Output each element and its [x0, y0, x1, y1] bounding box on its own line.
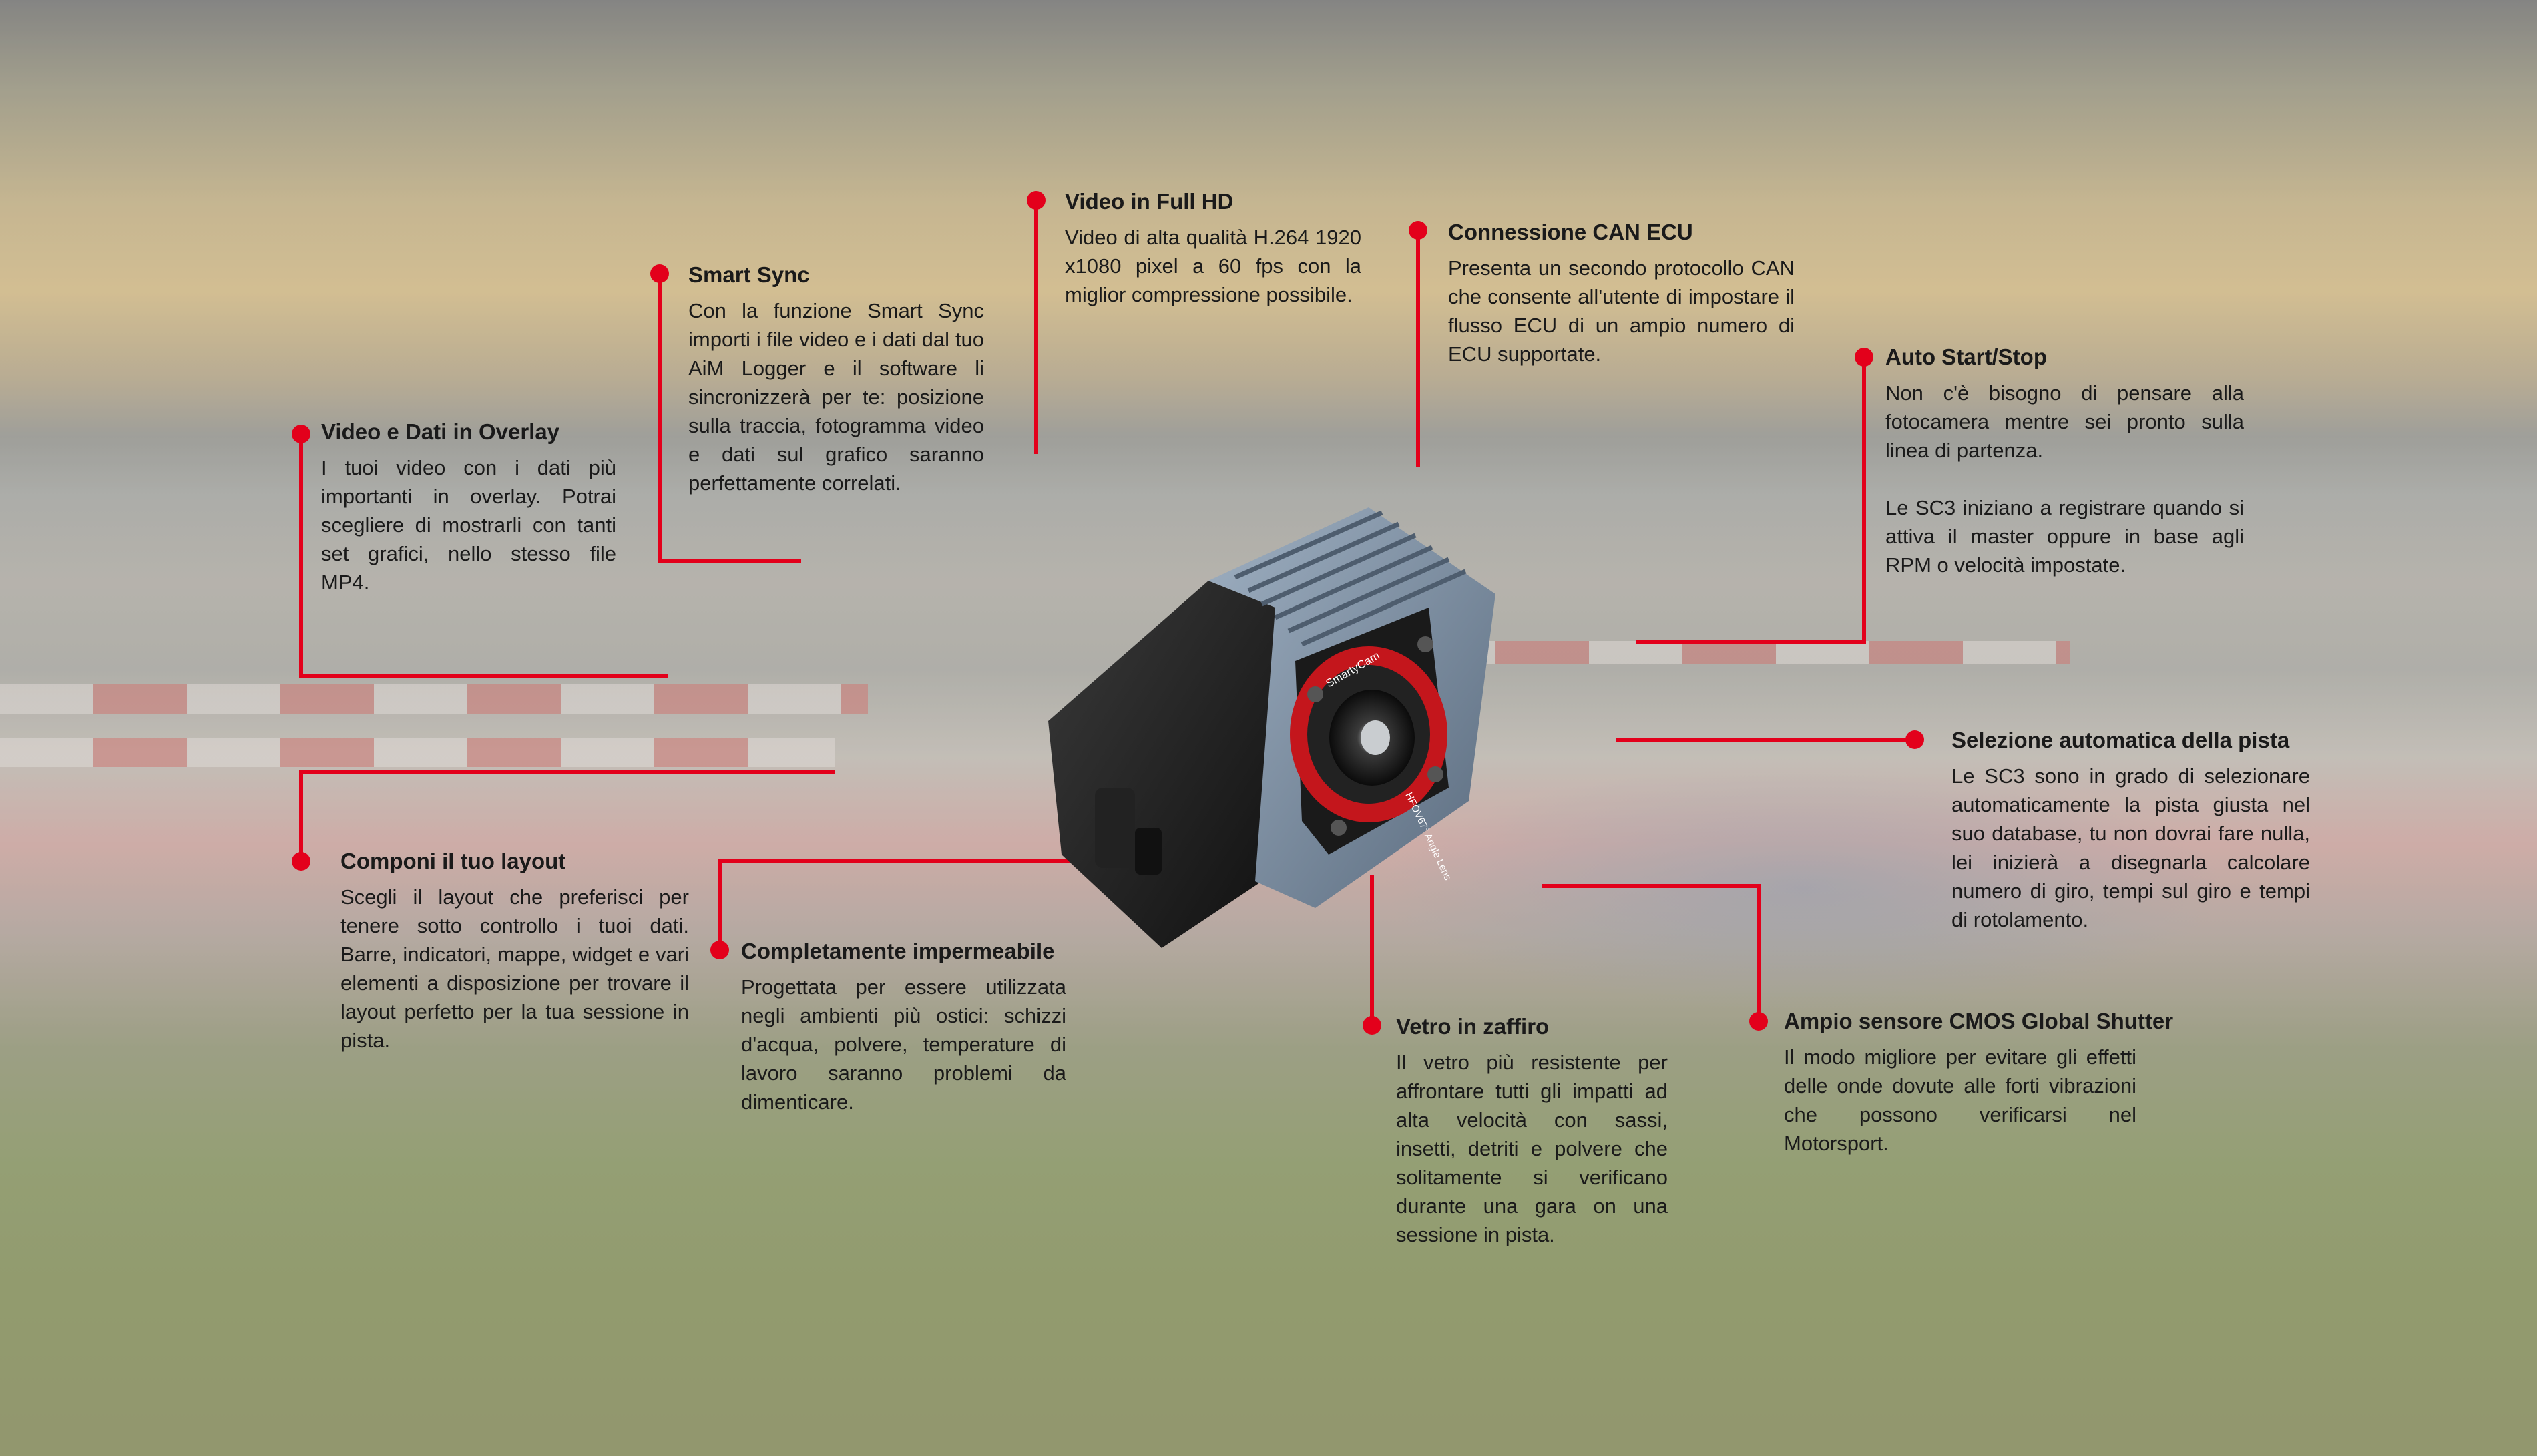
layout-marker — [292, 852, 310, 871]
feature-cmos: Ampio sensore CMOS Global Shutter Il mod… — [1784, 1008, 2174, 1158]
feature-auto-start-body-2: Le SC3 iniziano a registrare quando si a… — [1885, 496, 2244, 577]
full-hd-marker — [1027, 191, 1046, 210]
feature-can-ecu-body: Presenta un secondo protocollo CAN che c… — [1448, 256, 1795, 366]
auto-start-marker — [1855, 348, 1873, 367]
overlay-marker — [292, 425, 310, 443]
feature-waterproof-title: Completamente impermeabile — [741, 939, 1055, 963]
feature-overlay-title: Video e Dati in Overlay — [321, 419, 560, 444]
feature-track-select: Selezione automatica della pista Le SC3 … — [1951, 727, 2310, 934]
feature-can-ecu: Connessione CAN ECU Presenta un secondo … — [1448, 219, 1795, 369]
feature-sapphire: Vetro in zaffiro Il vetro più resistente… — [1396, 1013, 1668, 1249]
feature-cmos-title: Ampio sensore CMOS Global Shutter — [1784, 1009, 2174, 1033]
smart-sync-marker — [650, 264, 669, 283]
feature-smart-sync-title: Smart Sync — [688, 262, 810, 287]
waterproof-marker — [710, 941, 729, 959]
track-curb-left — [0, 684, 868, 714]
feature-cmos-body: Il modo migliore per evitare gli effetti… — [1784, 1045, 2136, 1155]
track-curb-left-lower — [0, 738, 835, 767]
feature-waterproof-body: Progettata per essere utilizzata negli a… — [741, 975, 1066, 1114]
feature-overlay-body: I tuoi video con i dati più importanti i… — [321, 456, 616, 594]
feature-auto-start-title: Auto Start/Stop — [1885, 344, 2047, 369]
feature-layout: Componi il tuo layout Scegli il layout c… — [340, 848, 689, 1055]
sapphire-marker — [1363, 1016, 1381, 1035]
feature-full-hd: Video in Full HD Video di alta qualità H… — [1065, 188, 1361, 309]
track-curb-right — [1402, 641, 2070, 664]
feature-track-select-title: Selezione automatica della pista — [1951, 728, 2290, 752]
feature-track-select-body: Le SC3 sono in grado di selezionare auto… — [1951, 764, 2310, 931]
cmos-marker — [1749, 1012, 1768, 1031]
feature-overlay: Video e Dati in Overlay I tuoi video con… — [321, 419, 616, 597]
feature-smart-sync: Smart Sync Con la funzione Smart Sync im… — [688, 262, 984, 497]
track-select-marker — [1905, 730, 1924, 749]
feature-sapphire-title: Vetro in zaffiro — [1396, 1014, 1550, 1039]
can-ecu-marker — [1409, 221, 1427, 240]
feature-smart-sync-body: Con la funzione Smart Sync importi i fil… — [688, 299, 984, 495]
feature-auto-start: Auto Start/Stop Non c'è bisogno di pensa… — [1885, 344, 2244, 579]
feature-full-hd-body: Video di alta qualità H.264 1920 x1080 p… — [1065, 226, 1361, 306]
feature-auto-start-body: Non c'è bisogno di pensare alla fotocame… — [1885, 381, 2244, 462]
feature-layout-title: Componi il tuo layout — [340, 848, 566, 873]
feature-can-ecu-title: Connessione CAN ECU — [1448, 220, 1693, 244]
feature-full-hd-title: Video in Full HD — [1065, 189, 1234, 214]
feature-sapphire-body: Il vetro più resistente per affrontare t… — [1396, 1051, 1668, 1246]
camera-image: SmartyCam HFOV67° Angle Lens — [1048, 507, 1495, 948]
feature-layout-body: Scegli il layout che preferisci per tene… — [340, 885, 689, 1052]
feature-waterproof: Completamente impermeabile Progettata pe… — [741, 938, 1066, 1116]
